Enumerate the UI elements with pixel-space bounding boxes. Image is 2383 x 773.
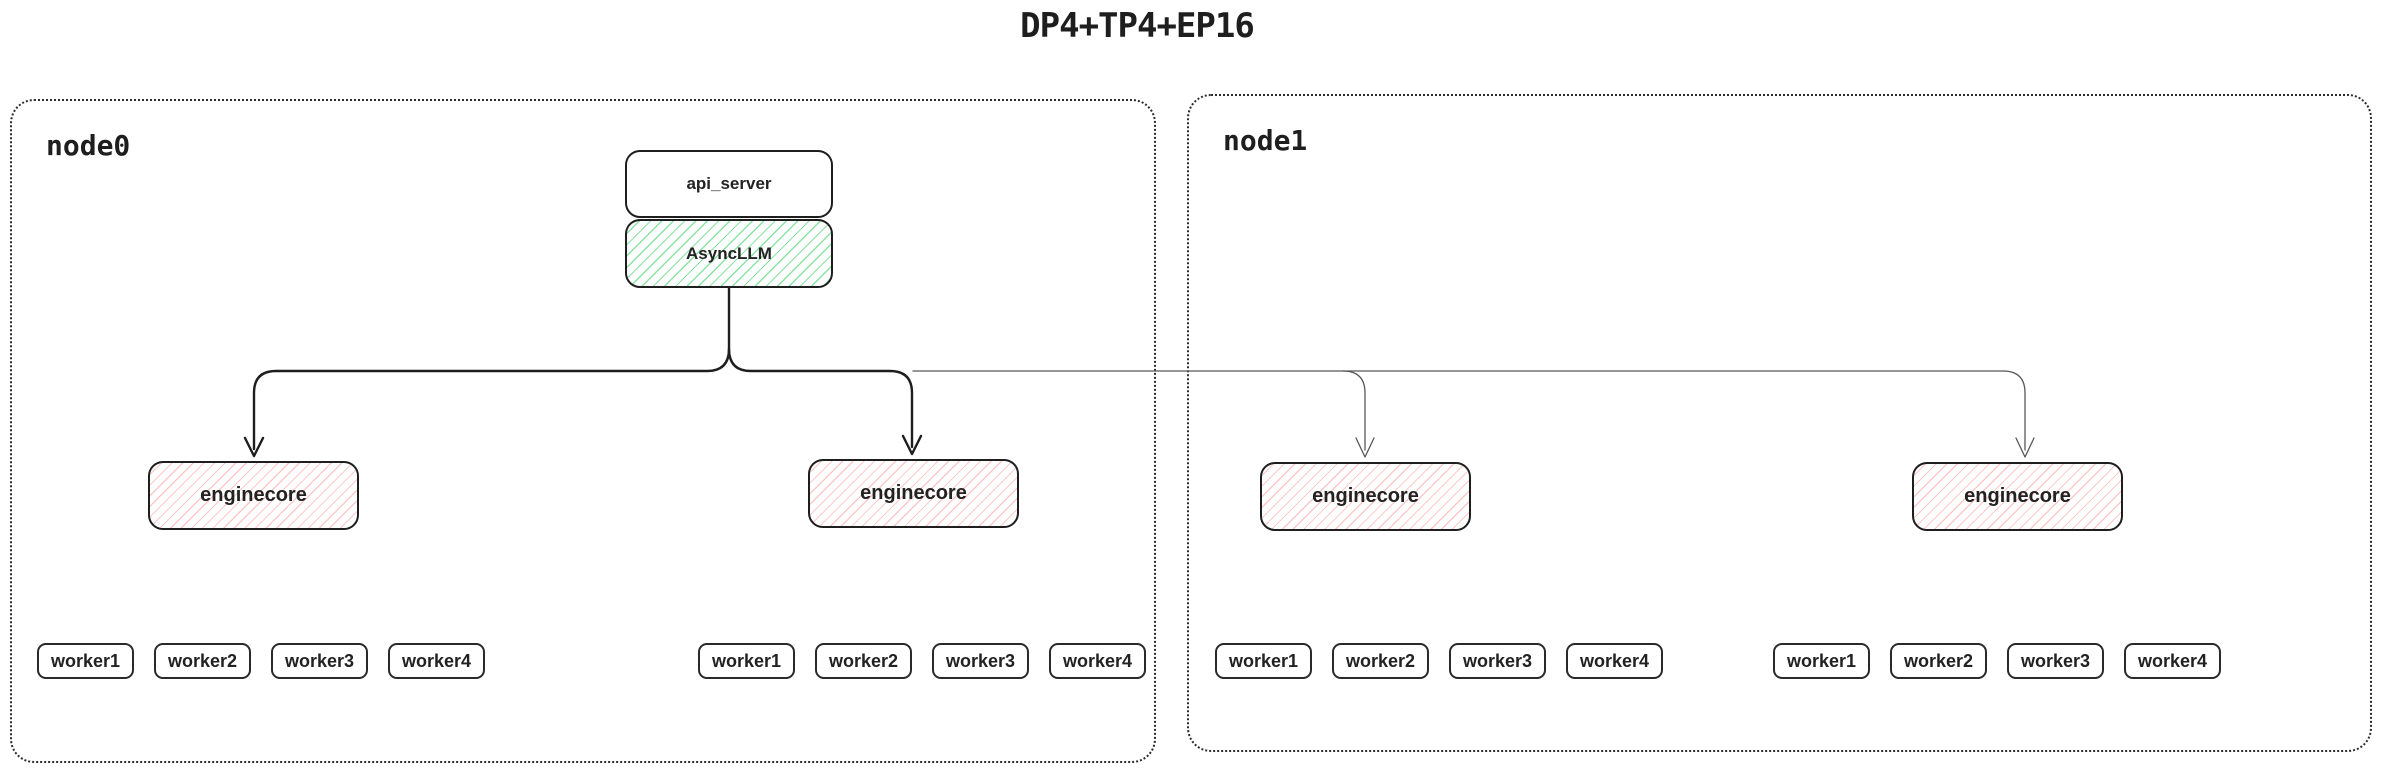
worker-box: worker2 xyxy=(154,643,251,679)
worker-label: worker1 xyxy=(1228,650,1299,671)
worker-box: worker4 xyxy=(2124,643,2221,679)
worker-box: worker4 xyxy=(1049,643,1146,679)
enginecore-box-node1-1: enginecore xyxy=(1912,462,2123,531)
worker-label: worker3 xyxy=(284,650,355,671)
api-server-box: api_server xyxy=(625,150,833,218)
worker-box: worker3 xyxy=(271,643,368,679)
worker-box: worker1 xyxy=(1215,643,1312,679)
enginecore-box-node0-0: enginecore xyxy=(148,461,359,530)
node0-label: node0 xyxy=(46,129,131,162)
enginecore-label: enginecore xyxy=(860,482,967,504)
enginecore-box-node1-0: enginecore xyxy=(1260,462,1471,531)
worker-box: worker3 xyxy=(2007,643,2104,679)
node1-boundary: node1 xyxy=(1187,94,2372,752)
worker-group-node1-0: worker1 worker2 worker3 worker4 xyxy=(1215,643,1663,679)
diagram-title: DP4+TP4+EP16 xyxy=(1020,6,1255,46)
worker-label: worker4 xyxy=(1579,650,1650,671)
asyncllm-box: AsyncLLM xyxy=(625,219,833,288)
worker-box: worker4 xyxy=(1566,643,1663,679)
worker-label: worker2 xyxy=(167,650,238,671)
node0-boundary: node0 xyxy=(10,99,1156,763)
worker-box: worker2 xyxy=(815,643,912,679)
enginecore-label: enginecore xyxy=(1312,485,1419,507)
worker-label: worker2 xyxy=(1903,650,1974,671)
worker-label: worker1 xyxy=(50,650,121,671)
enginecore-label: enginecore xyxy=(200,484,307,506)
worker-box: worker1 xyxy=(698,643,795,679)
enginecore-label: enginecore xyxy=(1964,485,2071,507)
worker-box: worker1 xyxy=(37,643,134,679)
asyncllm-label: AsyncLLM xyxy=(686,243,772,263)
worker-box: worker4 xyxy=(388,643,485,679)
worker-label: worker3 xyxy=(1462,650,1533,671)
worker-label: worker4 xyxy=(1062,650,1133,671)
enginecore-box-node0-1: enginecore xyxy=(808,459,1019,528)
worker-label: worker3 xyxy=(945,650,1016,671)
worker-label: worker4 xyxy=(401,650,472,671)
worker-label: worker1 xyxy=(1786,650,1857,671)
worker-box: worker3 xyxy=(932,643,1029,679)
node1-label: node1 xyxy=(1223,124,1308,157)
worker-group-node1-1: worker1 worker2 worker3 worker4 xyxy=(1773,643,2221,679)
worker-box: worker1 xyxy=(1773,643,1870,679)
worker-group-node0-1: worker1 worker2 worker3 worker4 xyxy=(698,643,1146,679)
worker-box: worker3 xyxy=(1449,643,1546,679)
worker-label: worker2 xyxy=(828,650,899,671)
worker-label: worker4 xyxy=(2137,650,2208,671)
worker-label: worker2 xyxy=(1345,650,1416,671)
worker-box: worker2 xyxy=(1890,643,1987,679)
api-server-label: api_server xyxy=(686,174,772,193)
worker-group-node0-0: worker1 worker2 worker3 worker4 xyxy=(37,643,485,679)
worker-label: worker1 xyxy=(711,650,782,671)
worker-box: worker2 xyxy=(1332,643,1429,679)
worker-label: worker3 xyxy=(2020,650,2091,671)
